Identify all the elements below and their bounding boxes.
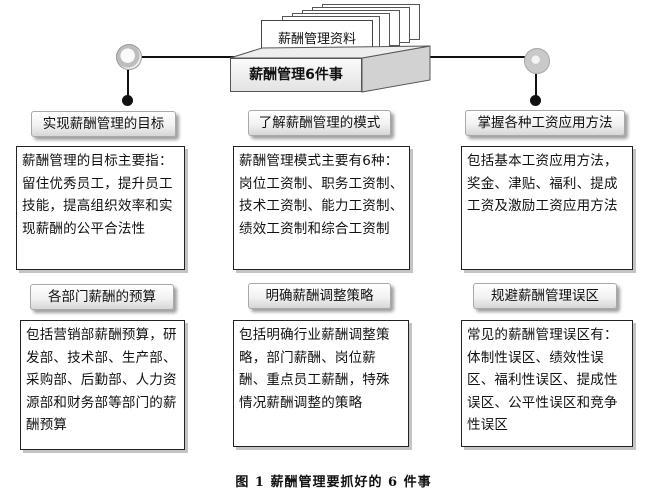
section-heading: 各部门薪酬的预算 <box>30 284 174 310</box>
connector-ring-right <box>524 48 550 74</box>
section-body: 薪酬管理模式主要有6种：岗位工资制、职务工资制、技术工资制、能力工资制、绩效工资… <box>233 146 410 270</box>
section-body: 包括明确行业薪酬调整策略，部门薪酬、岗位薪酬、重点员工薪酬，特殊情况薪酬调整的策… <box>233 320 409 447</box>
section-heading: 实现薪酬管理的目标 <box>31 111 176 137</box>
connector-line-right-drop <box>535 57 537 101</box>
connector-ring-left <box>116 44 142 70</box>
connector-line-left-drop <box>127 57 129 101</box>
section-heading: 明确薪酬调整策略 <box>248 283 391 309</box>
connector-dot-right <box>530 95 541 106</box>
section-heading: 了解薪酬管理的模式 <box>248 110 391 136</box>
crate-side <box>229 45 431 93</box>
connector-dot-left <box>122 95 133 106</box>
section-heading: 掌握各种工资应用方法 <box>465 110 625 136</box>
section-body: 薪酬管理的目标主要指：留住优秀员工，提升员工技能，提高组织效率和实现薪酬的公平合… <box>16 146 185 270</box>
section-body: 常见的薪酬管理误区有：体制性误区、绩效性误区、福利性误区、提成性误区、公平性误区… <box>461 320 633 447</box>
figure-caption: 图 1 薪酬管理要抓好的 6 件事 <box>235 475 432 490</box>
center-title: 薪酬管理6件事 <box>230 58 362 92</box>
section-heading: 规避薪酬管理误区 <box>473 283 617 309</box>
section-body: 包括营销部薪酬预算，研发部、技术部、生产部、采购部、后勤部、人力资源部和财务部等… <box>20 320 185 450</box>
section-body: 包括基本工资应用方法，奖金、津贴、福利、提成工资及激励工资应用方法 <box>461 146 633 270</box>
